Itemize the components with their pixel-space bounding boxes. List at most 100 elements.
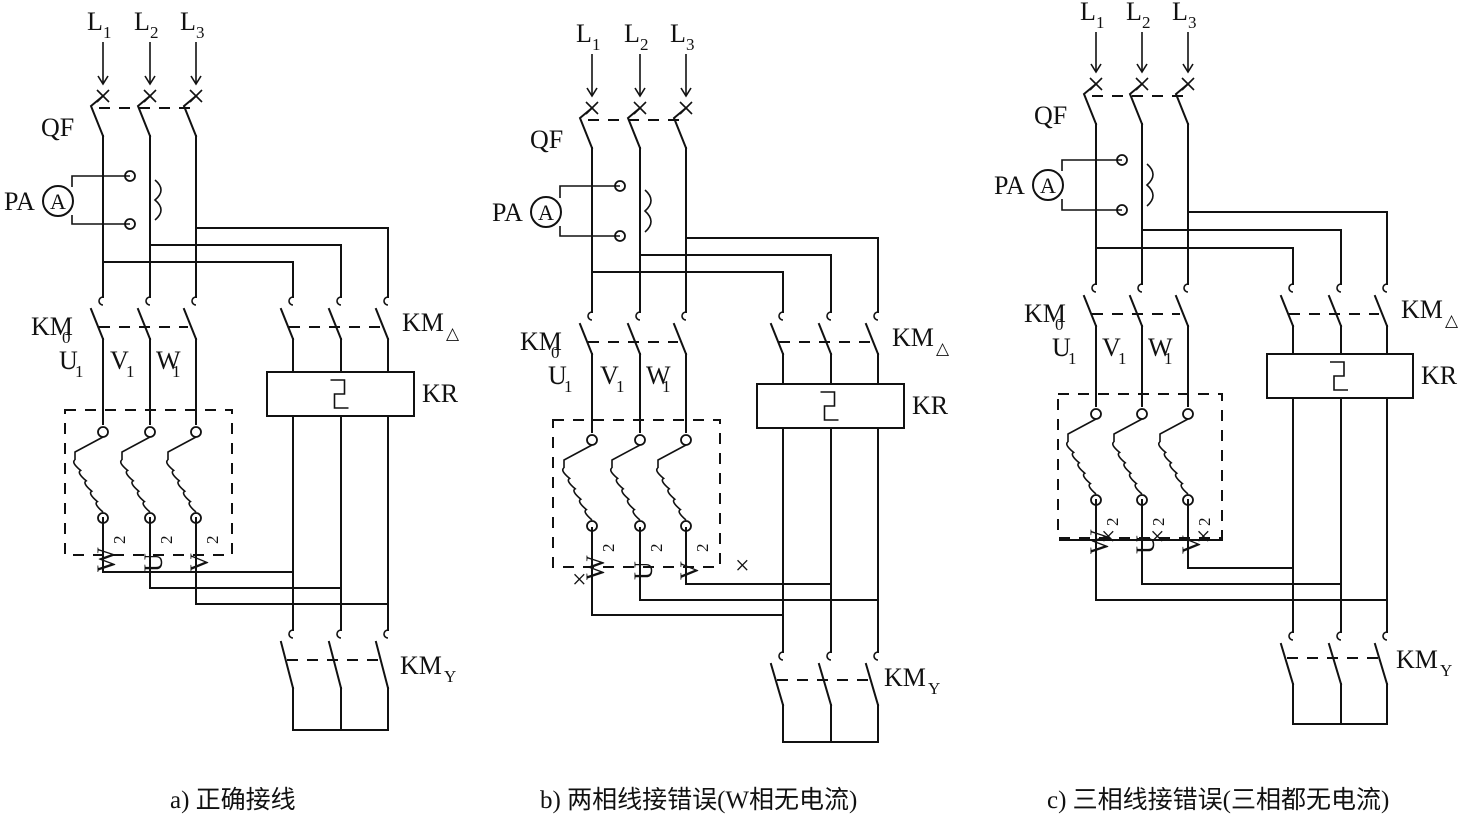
line-label-l2-subscript: 2 [640, 35, 649, 54]
tap-l1 [1095, 247, 1294, 285]
ammeter-lead [559, 226, 620, 237]
contact-blade [817, 662, 833, 707]
contact-arc [1288, 631, 1294, 641]
motor-terminal-subscript: 2 [203, 536, 222, 545]
winding-lead [74, 436, 104, 460]
breaker-blade [1082, 82, 1098, 126]
contact-arc [681, 311, 687, 321]
star-lead [102, 517, 294, 573]
motor-terminal-label-w2: W [1085, 529, 1114, 554]
ammeter-letter: A [538, 200, 554, 225]
line-label-l3: L [1172, 0, 1188, 26]
contact-arc [1336, 631, 1342, 641]
motor-box [1057, 393, 1223, 539]
winding-lead [611, 444, 641, 468]
km0-label-subscript: 0 [551, 343, 560, 362]
motor-terminal-label-w1: W [646, 361, 671, 390]
tap-l2 [639, 254, 832, 313]
winding-lead [167, 436, 197, 460]
arrow-head [144, 75, 156, 86]
arrow-head [1182, 63, 1194, 74]
contact-blade [1082, 294, 1098, 328]
breaker-blade [1128, 82, 1144, 126]
winding-lead [1159, 418, 1189, 442]
tap-l2 [1141, 229, 1342, 285]
tap-l1 [591, 271, 784, 313]
winding-lead [657, 444, 687, 468]
motor-terminal-label-w1-subscript: 1 [1164, 349, 1173, 368]
winding-start-terminal [1182, 408, 1194, 420]
winding-lead [121, 436, 151, 460]
contact-blade [1327, 642, 1343, 686]
line-label-l1-subscript: 1 [592, 35, 601, 54]
contact-arc [191, 296, 197, 306]
breaker-blade [182, 94, 198, 138]
current-transformer-coil [1145, 163, 1154, 207]
line-label-l3: L [180, 7, 196, 36]
motor-winding [119, 459, 151, 513]
contact-arc [587, 311, 593, 321]
qf-label: QF [530, 125, 563, 154]
motor-terminal-label-w1-subscript: 1 [172, 362, 181, 381]
thermal-element-symbol [330, 379, 349, 409]
star-lead [1141, 499, 1342, 585]
breaker-blade [136, 94, 152, 138]
motor-terminal-label-u1: U [548, 361, 567, 390]
contact-arc [1382, 283, 1388, 293]
fault-cross: × [572, 565, 587, 594]
motor-terminal-label-v2: V [185, 553, 214, 572]
contact-arc [1336, 283, 1342, 293]
breaker-blade [578, 106, 594, 150]
fault-cross: × [735, 551, 750, 580]
contact-arc [1382, 631, 1388, 641]
contact-arc [1091, 283, 1097, 293]
contact-arc [288, 629, 294, 639]
winding-start-terminal [1090, 408, 1102, 420]
ammeter-circle [1032, 169, 1064, 201]
kmy-label: KM [1396, 645, 1438, 674]
motor-terminal-label-u2: U [139, 553, 168, 572]
motor-winding [165, 459, 197, 513]
arrow-head [680, 87, 692, 98]
contact-blade [1327, 294, 1343, 328]
star-lead [149, 517, 342, 589]
breaker-blade [89, 94, 105, 138]
motor-terminal-label-w1: W [1148, 333, 1173, 362]
kmy-label: KM [884, 663, 926, 692]
contact-blade [864, 662, 880, 707]
qf-label: QF [41, 113, 74, 142]
km0-label: KM [1024, 299, 1066, 328]
contact-blade [1128, 294, 1144, 328]
motor-terminal-subscript: 2 [110, 536, 129, 545]
km0-label-subscript: 0 [1055, 315, 1064, 334]
contact-blade [1373, 642, 1389, 686]
winding-start-terminal [97, 426, 109, 438]
line-label-l2: L [1126, 0, 1142, 26]
fault-cross: × [1150, 522, 1165, 551]
motor-terminal-subscript: 2 [599, 544, 618, 553]
contact-blade [374, 640, 390, 690]
contact-blade [182, 307, 198, 341]
kmy-wye-subscript: Y [444, 667, 456, 686]
ammeter-letter: A [1040, 173, 1056, 198]
line-label-l3-subscript: 3 [196, 23, 205, 42]
ammeter-lead [71, 215, 130, 225]
motor-terminal-label-u1: U [1052, 333, 1071, 362]
contact-arc [873, 651, 879, 661]
contact-blade [374, 307, 390, 341]
contact-blade [769, 662, 785, 707]
tap-l2 [149, 244, 342, 298]
motor-terminal-label-u1-subscript: 1 [75, 362, 84, 381]
arrow-head [1136, 63, 1148, 74]
line-label-l2-subscript: 2 [1142, 13, 1151, 32]
thermal-element-symbol [820, 391, 839, 421]
arrow-head [634, 87, 646, 98]
kmd-delta-subscript: △ [446, 324, 460, 343]
motor-terminal-label-u1: U [59, 346, 78, 375]
contact-arc [826, 651, 832, 661]
motor-terminal-label-v2: V [675, 561, 704, 580]
kmd-label: KM [1401, 295, 1443, 324]
